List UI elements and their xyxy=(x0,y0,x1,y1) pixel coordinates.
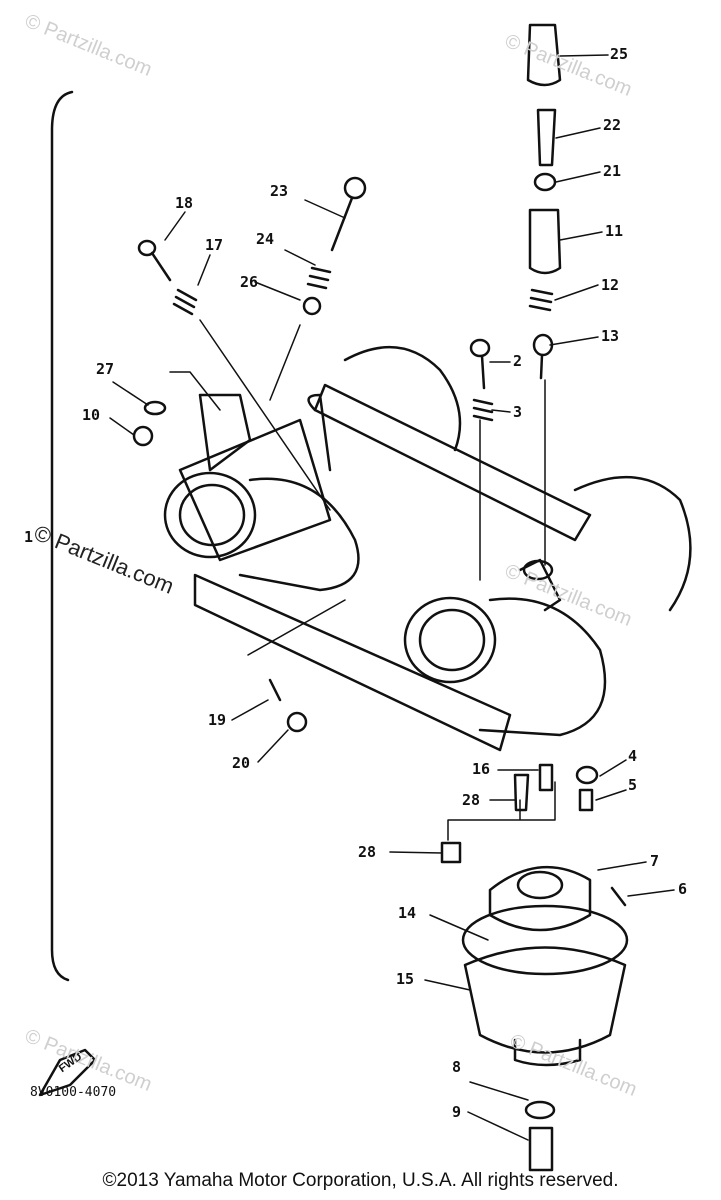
float-bowl-15 xyxy=(463,946,627,1067)
label-28b: 28 xyxy=(358,843,377,861)
label-1: 1 xyxy=(24,528,34,546)
right-carb-throat-outer xyxy=(403,596,497,684)
label-5: 5 xyxy=(628,776,638,794)
jet-28a xyxy=(513,773,530,812)
label-18: 18 xyxy=(175,194,194,212)
float-7 xyxy=(488,865,592,932)
fwd-arrow xyxy=(38,1048,97,1097)
top-rail xyxy=(313,383,592,542)
bolt-4 xyxy=(575,765,599,785)
assembly-bracket xyxy=(50,90,74,982)
label-9: 9 xyxy=(452,1103,462,1121)
left-carb-throat-inner xyxy=(178,483,246,547)
label-10: 10 xyxy=(82,406,101,424)
label-27: 27 xyxy=(96,360,115,378)
spring-24 xyxy=(306,266,332,290)
label-24: 24 xyxy=(256,230,275,248)
label-21: 21 xyxy=(603,162,622,180)
spring-3 xyxy=(472,398,494,422)
bottom-rail xyxy=(193,573,512,752)
jet-16 xyxy=(538,763,554,792)
guide-lines xyxy=(169,319,556,841)
gasket-14 xyxy=(461,904,629,976)
label-2: 2 xyxy=(513,352,523,370)
label-11: 11 xyxy=(605,222,624,240)
label-13: 13 xyxy=(601,327,620,345)
right-cover xyxy=(573,475,692,612)
washer-27 xyxy=(143,400,167,416)
cap-25 xyxy=(526,23,562,87)
label-4: 4 xyxy=(628,747,638,765)
label-15: 15 xyxy=(396,970,415,988)
screw-23 xyxy=(330,176,367,252)
bolt-5 xyxy=(578,788,594,812)
spring-17 xyxy=(172,288,198,316)
label-12: 12 xyxy=(601,276,620,294)
plug-9 xyxy=(528,1126,554,1172)
label-16: 16 xyxy=(472,760,491,778)
spring-12 xyxy=(528,288,554,312)
label-14: 14 xyxy=(398,904,417,922)
label-20: 20 xyxy=(232,754,251,772)
label-7: 7 xyxy=(650,852,660,870)
pin-6 xyxy=(610,886,627,907)
holder-11 xyxy=(528,208,562,275)
screw-22 xyxy=(536,108,557,167)
left-cover xyxy=(343,345,462,452)
label-17: 17 xyxy=(205,236,224,254)
label-22: 22 xyxy=(603,116,622,134)
nut-10 xyxy=(132,425,154,447)
screw-2 xyxy=(469,338,491,390)
label-26: 26 xyxy=(240,273,259,291)
screw-18 xyxy=(137,239,172,282)
label-23: 23 xyxy=(270,182,289,200)
nut-20 xyxy=(286,711,308,733)
label-8: 8 xyxy=(452,1058,462,1076)
nut-26 xyxy=(302,296,322,316)
label-3: 3 xyxy=(513,403,523,421)
label-25: 25 xyxy=(610,45,629,63)
right-carb-throat-inner xyxy=(418,608,486,672)
label-19: 19 xyxy=(208,711,227,729)
washer-8 xyxy=(524,1100,556,1120)
drawing-code: 8V0100-4070 xyxy=(30,1085,117,1100)
needle-13 xyxy=(532,333,554,380)
copyright-notice: ©2013 Yamaha Motor Corporation, U.S.A. A… xyxy=(102,1170,619,1191)
label-6: 6 xyxy=(678,880,688,898)
left-carb-throat-outer xyxy=(163,471,257,559)
label-28a: 28 xyxy=(462,791,481,809)
jet-28b xyxy=(440,841,462,864)
pin-19 xyxy=(268,678,282,702)
nut-21 xyxy=(533,172,557,192)
